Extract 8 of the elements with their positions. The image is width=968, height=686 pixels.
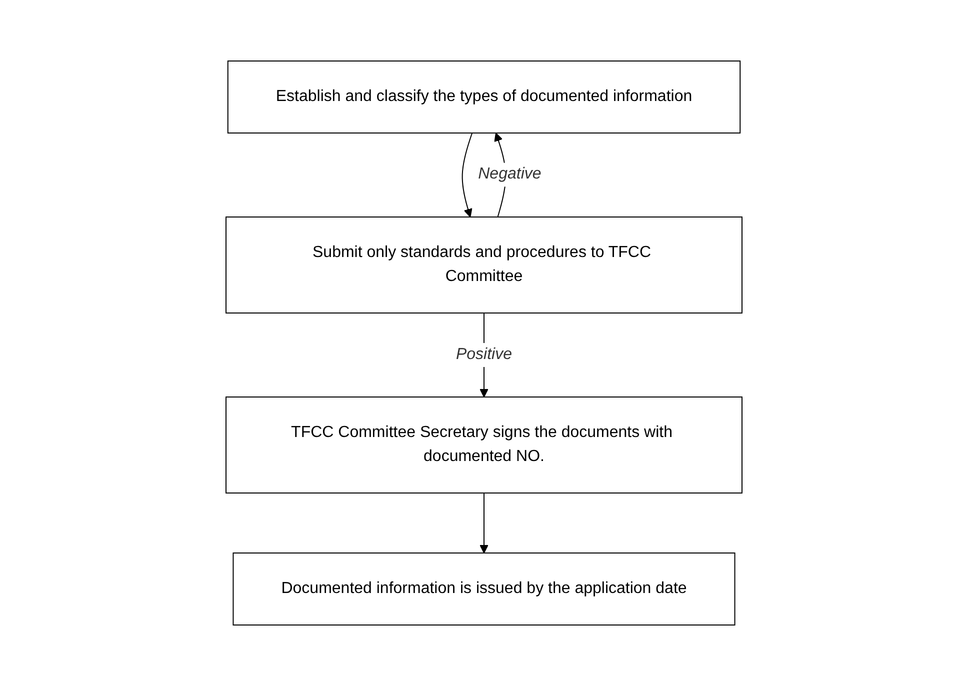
node-box: Establish and classify the types of documented information bbox=[227, 60, 741, 134]
node-box: TFCC Committee Secretary signs the documents with documented NO. bbox=[226, 396, 742, 494]
node-box: Submit only standards and procedures to TFCC Committee bbox=[226, 216, 742, 314]
arrow bbox=[462, 132, 473, 218]
edge-label: Positive bbox=[456, 346, 512, 363]
node-box: Documented information is issued by the application date bbox=[232, 552, 736, 626]
edge-label: Negative bbox=[478, 166, 542, 183]
arrow bbox=[480, 492, 488, 554]
